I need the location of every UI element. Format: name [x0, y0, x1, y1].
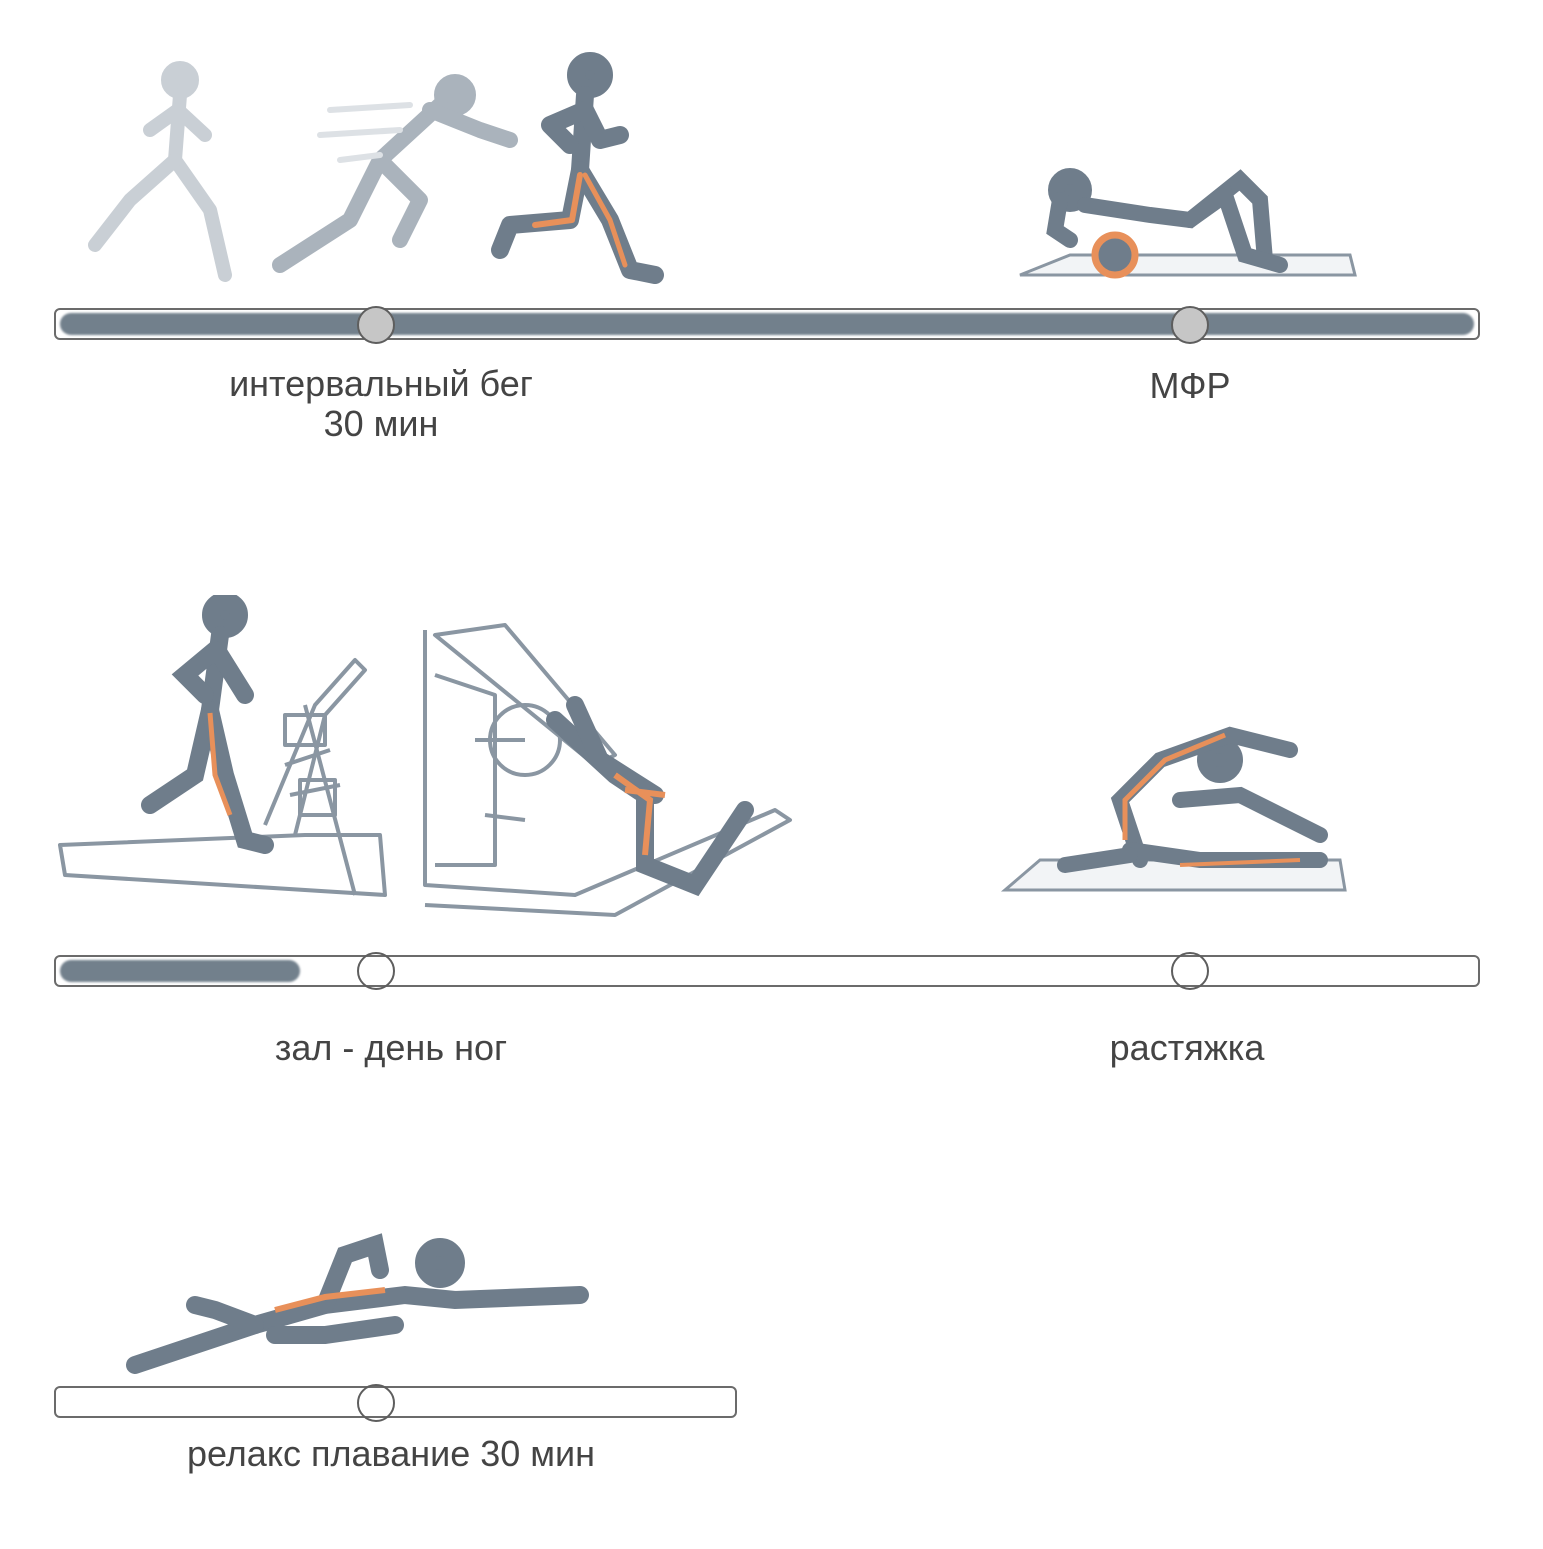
- progress-track-2: [54, 955, 1480, 987]
- swimming-icon: [126, 1233, 589, 1374]
- step-label-leg-day: зал - день ног: [274, 1027, 508, 1068]
- stretching-icon: [1000, 726, 1347, 892]
- progress-track-1: [54, 308, 1480, 340]
- progress-fill-2: [60, 960, 301, 982]
- step-knob-leg-day[interactable]: [357, 952, 395, 990]
- progress-track-3: [54, 1386, 737, 1418]
- treadmill-leg-press-icon: [58, 595, 792, 917]
- step-label-stretching: растяжка: [1109, 1027, 1265, 1068]
- step-knob-mfr[interactable]: [1171, 306, 1209, 344]
- step-label-interval-run: интервальный бег 30 мин: [229, 364, 533, 444]
- progress-fill-1: [60, 313, 1474, 335]
- foam-roller-icon: [1019, 168, 1357, 279]
- step-knob-interval-run[interactable]: [357, 306, 395, 344]
- step-knob-swimming[interactable]: [357, 1384, 395, 1422]
- step-label-line2: 30 мин: [323, 403, 439, 444]
- step-label-line1: интервальный бег: [229, 363, 533, 404]
- step-label-swimming: релакс плавание 30 мин: [186, 1433, 596, 1474]
- step-knob-stretching[interactable]: [1171, 952, 1209, 990]
- running-icon: [88, 52, 664, 284]
- step-label-mfr: МФР: [1149, 365, 1231, 406]
